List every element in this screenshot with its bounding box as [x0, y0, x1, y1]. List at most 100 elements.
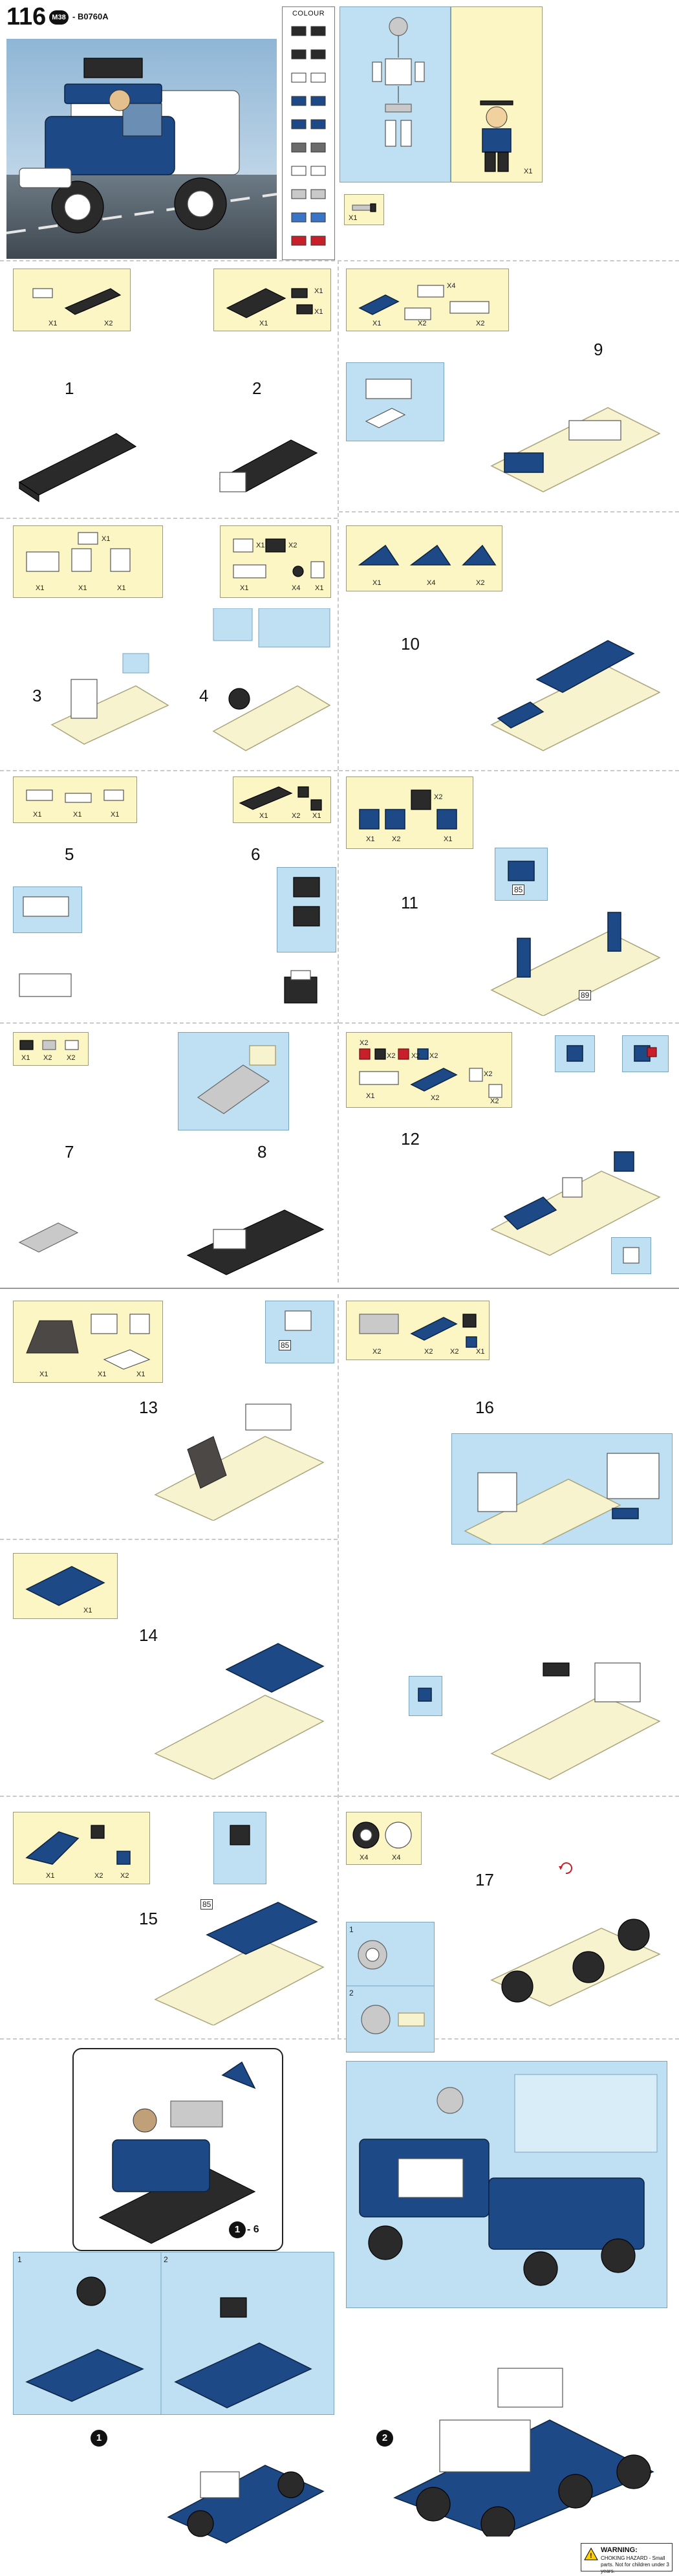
- step-11-callout-panel: 85: [495, 848, 548, 901]
- step-11-number: 11: [401, 893, 418, 912]
- step-13-number: 13: [139, 1398, 158, 1417]
- step-3-number: 3: [32, 686, 42, 705]
- step-13-callout: 85: [279, 1340, 292, 1350]
- step-13-sub-panel: 85: [265, 1301, 334, 1363]
- colour-swatch-black: [288, 46, 329, 63]
- step-8-sub-panel: [178, 1032, 289, 1130]
- step-7-number: 7: [65, 1142, 74, 1161]
- step-2-parts: X1 X1 X1: [213, 269, 331, 331]
- colour-swatch-dark-blue: [288, 93, 329, 109]
- choking-hazard-warning: ! WARNING: CHOKING HAZARD - Small parts.…: [581, 2543, 673, 2574]
- step-13-parts: X1 X1 X1: [13, 1301, 163, 1383]
- warning-text: CHOKING HAZARD - Small parts. Not for ch…: [601, 2555, 669, 2574]
- step-17-sub-panel: 1 2: [346, 1922, 435, 2053]
- step-4-parts: X1 X2 X1 X4 X1: [220, 525, 331, 598]
- svg-text:!: !: [590, 2552, 592, 2560]
- hero-model-image: [6, 39, 277, 259]
- step-10-parts: X1 X4 X2: [346, 525, 502, 591]
- divider: [339, 1796, 679, 1797]
- step-15-build: [154, 1902, 325, 2025]
- step-10-number: 10: [401, 634, 420, 654]
- step-4-number: 4: [199, 686, 209, 705]
- step-17-sub-2: 2: [349, 1988, 354, 1998]
- combo-range: - 6: [247, 2224, 259, 2235]
- step-12-number: 12: [401, 1129, 420, 1149]
- divider: [0, 1022, 338, 1024]
- step-2-build: [219, 439, 318, 492]
- step-9-number: 9: [594, 340, 603, 359]
- combo-sub-2: 2: [164, 2255, 168, 2264]
- divider: [0, 770, 338, 771]
- step-14-parts: X1: [13, 1553, 118, 1619]
- colour-swatch-red: [288, 232, 329, 249]
- step-17-build: [490, 1919, 661, 2007]
- step-5-number: 5: [65, 844, 74, 864]
- step-8-number: 8: [257, 1142, 267, 1161]
- step-9-sub-panel: [346, 362, 444, 441]
- divider: [0, 1539, 338, 1540]
- divider: [339, 770, 679, 771]
- step-12-build: [490, 1151, 661, 1256]
- set-number: 116: [6, 3, 47, 30]
- step-8-build: [186, 1209, 325, 1275]
- model-code: - B0760A: [72, 12, 109, 21]
- step-14-build: [154, 1643, 325, 1779]
- step-11-callout-b: 89: [579, 990, 592, 1000]
- minifig-qty: X1: [524, 168, 533, 175]
- colour-swatch-white: [288, 69, 329, 86]
- minifig-result-panel: X1: [451, 6, 543, 182]
- step-1-parts: X1 X2: [13, 269, 131, 331]
- warning-title: WARNING:: [601, 2546, 638, 2554]
- step-11-parts: X2 X1 X2 X1: [346, 776, 473, 849]
- step-15-number: 15: [139, 1909, 158, 1928]
- colour-panel-title: COLOUR: [292, 10, 325, 17]
- step-6-sub-panel: [277, 867, 336, 952]
- step-5-sub-panel: [13, 886, 82, 933]
- series-badge: M38: [49, 10, 69, 25]
- step-13-build: [154, 1404, 325, 1521]
- combo-step-2-panel: [346, 2061, 667, 2308]
- colour-swatch-blue: [288, 209, 329, 226]
- combo-preview-inset: 1 - 6: [72, 2048, 283, 2251]
- step-10-build: [490, 640, 661, 751]
- step-16-callout: [409, 1676, 442, 1716]
- rotate-icon: [559, 1862, 572, 1875]
- colour-swatch-light-grey: [288, 186, 329, 203]
- combo-build-1: [167, 2465, 325, 2544]
- step-11-callout-a: 85: [512, 885, 525, 895]
- step-3-parts: X1 X1 X1 X1: [13, 525, 163, 598]
- step-7-parts: X1 X2 X2: [13, 1032, 89, 1066]
- step-15-parts: X1 X2 X2: [13, 1812, 150, 1884]
- step-3-build: [50, 653, 169, 745]
- step-1-build: [18, 433, 137, 503]
- colour-swatch-dark-grey: [288, 139, 329, 156]
- step-12-parts: X2 X2 X2 X1 X2 X2 X2 X2: [346, 1032, 512, 1108]
- minifig-accessory-qty: X1: [349, 214, 358, 222]
- combo-circle-start: 1: [229, 2221, 246, 2238]
- step-16-build: [490, 1662, 661, 1780]
- divider: [339, 511, 679, 512]
- divider: [339, 1022, 679, 1024]
- combo-circle-2: 2: [376, 2430, 393, 2447]
- divider: [338, 260, 339, 1282]
- colour-panel: COLOUR: [282, 6, 335, 260]
- minifig-accessory-panel: X1: [344, 194, 384, 225]
- combo-circle-1: 1: [91, 2430, 107, 2447]
- step-7-build: [18, 1222, 79, 1253]
- step-12-callout-c: [611, 1237, 651, 1274]
- step-17-number: 17: [475, 1870, 494, 1889]
- warning-icon: !: [584, 2548, 598, 2560]
- step-2-number: 2: [252, 379, 262, 398]
- step-6-number: 6: [251, 844, 261, 864]
- minifig-parts-panel: [339, 6, 451, 182]
- combo-sub-1: 1: [17, 2255, 22, 2264]
- divider: [338, 1294, 339, 2038]
- colour-swatch-black: [288, 23, 329, 39]
- step-12-callout-b: [622, 1035, 669, 1072]
- step-12-callout-a: [555, 1035, 595, 1072]
- divider: [0, 2038, 679, 2040]
- divider: [0, 518, 338, 519]
- step-5-build: [19, 973, 72, 997]
- step-16-parts: X2 X2 X2 X1: [346, 1301, 490, 1360]
